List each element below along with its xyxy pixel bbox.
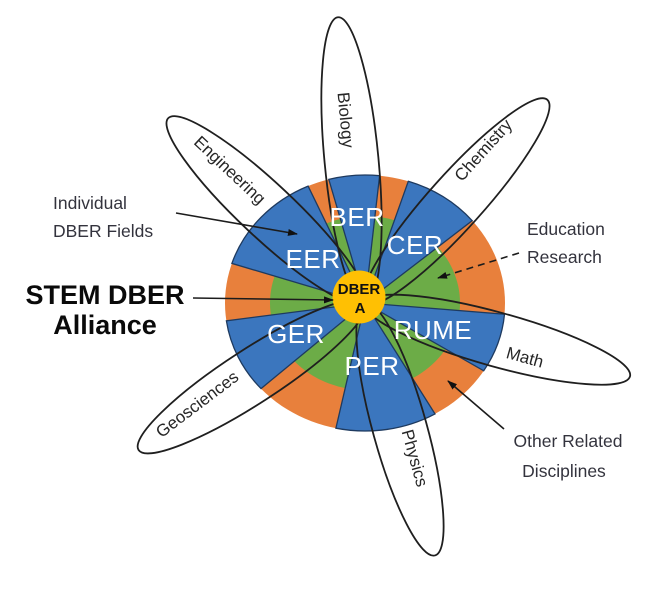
annotation-individual-line2: DBER Fields	[53, 221, 153, 241]
wedge-label-cer: CER	[387, 230, 443, 260]
annotation-individual-line1: Individual	[53, 193, 127, 213]
annotation-education-line2: Research	[527, 247, 602, 267]
annotations: Individual DBER Fields STEM DBER Allianc…	[25, 193, 622, 481]
annotation-alliance-line2: Alliance	[53, 310, 157, 340]
dber-wedges	[225, 174, 506, 432]
wedge-cer	[363, 180, 474, 305]
arrow-other-related-disciplines	[447, 380, 505, 430]
petal-label-math: Math	[504, 343, 545, 371]
annotation-other-line2: Disciplines	[522, 461, 606, 481]
wedge-eer	[231, 185, 367, 305]
arrow-individual-dber-fields	[175, 212, 298, 236]
petal-label-biology: Biology	[333, 91, 357, 149]
wedge-labels: BER CER RUME PER GER EER	[267, 202, 472, 381]
arrow-stem-dber-alliance	[192, 296, 334, 304]
center-badge	[332, 270, 386, 324]
wedge-label-per: PER	[345, 351, 400, 381]
center-badge-line2: A	[355, 300, 366, 317]
petal-label-chemistry: Chemistry	[451, 115, 517, 185]
wedge-per	[335, 301, 436, 432]
wedge-label-eer: EER	[286, 244, 341, 274]
arrow-education-research	[437, 252, 520, 279]
annotation-alliance-line1: STEM DBER	[25, 280, 184, 310]
petal-label-physics: Physics	[398, 427, 432, 489]
wedge-label-ger: GER	[267, 319, 325, 349]
leader-arrows	[175, 212, 520, 430]
wedge-label-rume: RUME	[394, 315, 473, 345]
petal-label-geosciences: Geosciences	[152, 367, 242, 441]
wedge-ger	[225, 302, 368, 390]
annotation-education-line1: Education	[527, 219, 605, 239]
wedge-label-ber: BER	[330, 202, 385, 232]
center-badge-line1: DBER	[338, 281, 381, 298]
annotation-other-line1: Other Related	[514, 431, 623, 451]
